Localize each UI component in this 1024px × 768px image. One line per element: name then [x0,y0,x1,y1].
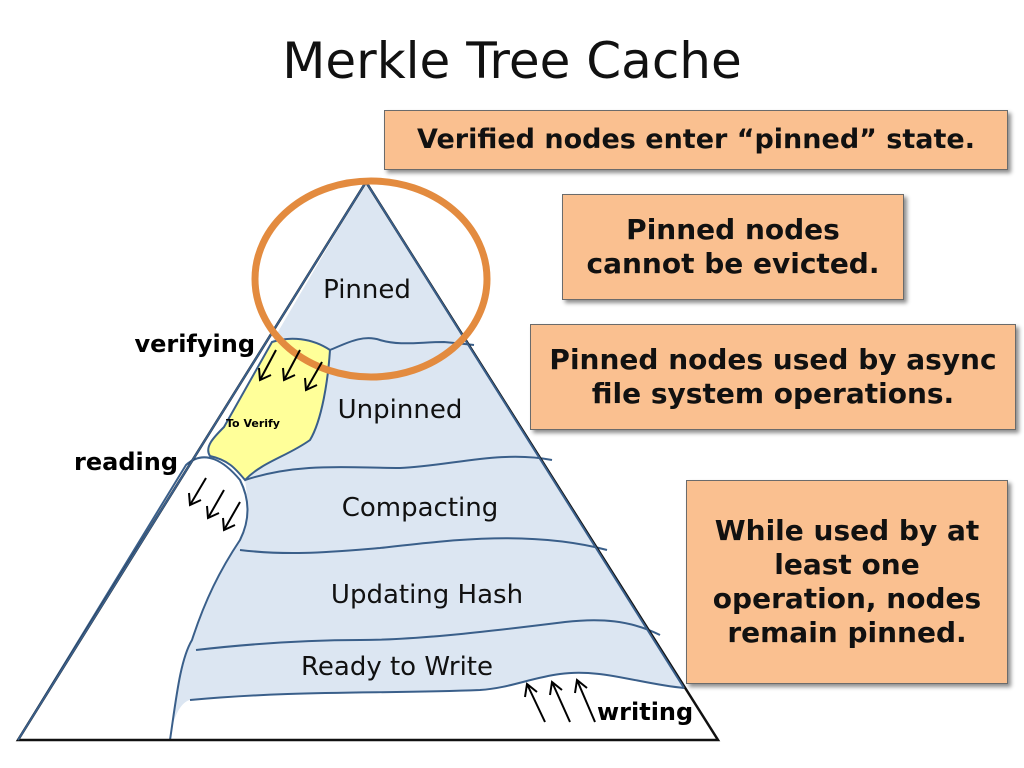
verifying-arrows [258,349,323,392]
note-async-operations: Pinned nodes used by async file system o… [530,324,1016,430]
pyramid-left-edge [17,181,367,741]
layer-boundary-updating [195,619,661,651]
side-label-writing: writing [597,698,693,726]
layer-label-pinned: Pinned [323,275,411,305]
arrow-down-left-icon [304,361,323,392]
note-cannot-evict-text: Pinned nodes cannot be evicted. [586,212,880,280]
layer-label-updating-hash: Updating Hash [331,580,523,610]
writing-arrows [524,678,596,723]
note-verified-pinned: Verified nodes enter “pinned” state. [384,110,1008,170]
arrow-up-left-icon [524,682,546,723]
arrow-down-left-icon [258,349,277,382]
read-region [16,456,249,741]
layer-label-ready-to-write: Ready to Write [301,652,493,682]
layer-label-to-verify: To Verify [226,417,280,430]
arrow-up-left-icon [574,678,596,723]
arrow-down-left-icon [188,477,207,507]
arrow-down-left-icon [282,349,301,382]
arrow-up-left-icon [549,680,571,723]
note-async-operations-text: Pinned nodes used by async file system o… [549,342,997,410]
side-label-verifying: verifying [134,330,255,358]
note-cannot-evict: Pinned nodes cannot be evicted. [562,194,904,300]
layer-label-compacting: Compacting [342,493,499,523]
layer-boundary-unpinned [244,455,553,481]
cache-region [170,182,684,740]
slide-title: Merkle Tree Cache [282,32,742,90]
arrow-down-left-icon [222,501,241,532]
reading-arrows [188,477,241,532]
pinned-highlight-circle [251,177,491,381]
pyramid-right-edge [365,181,685,689]
arrow-down-left-icon [206,489,225,520]
layer-boundary-compacting [239,537,608,555]
layer-label-unpinned: Unpinned [338,395,463,425]
note-remain-pinned-text: While used by at least one operation, no… [712,513,982,650]
note-remain-pinned: While used by at least one operation, no… [686,480,1008,684]
side-label-reading: reading [74,448,178,476]
to-verify-region [207,337,332,482]
note-verified-pinned-text: Verified nodes enter “pinned” state. [417,123,975,155]
layer-boundary-ready [189,671,685,701]
